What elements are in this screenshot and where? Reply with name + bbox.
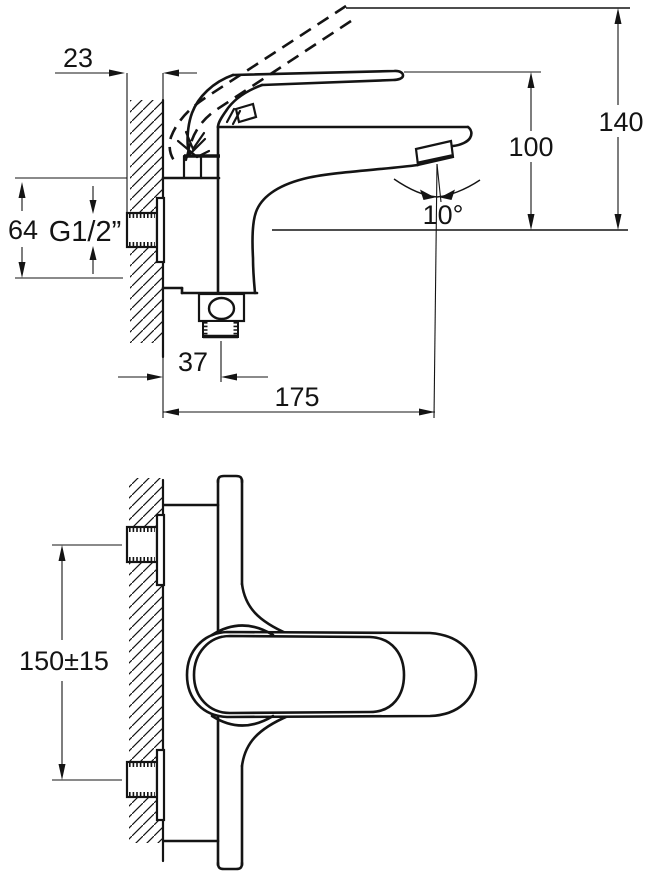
body-trunk	[216, 474, 290, 871]
dim-23-label: 23	[63, 43, 93, 73]
wall-union-bottom	[125, 748, 166, 822]
spout-angle-annotation: 10°	[393, 163, 481, 419]
dim-64: 64	[8, 177, 127, 279]
handle-plan	[185, 624, 478, 727]
handle-raised-dashed	[168, 4, 352, 165]
handle-rear-outer	[186, 73, 235, 155]
dim-175-label: 175	[274, 382, 319, 412]
dim-thread: G1/2”	[49, 186, 122, 274]
dim-150-label: 150±15	[19, 646, 109, 676]
trunk-fillet-bottom	[240, 714, 290, 768]
shower-outlet-spigot	[202, 320, 239, 338]
dim-175: 175	[163, 382, 435, 416]
dim-100: 100	[508, 72, 554, 230]
angle-label: 10°	[423, 200, 464, 230]
dim-64-label: 64	[8, 215, 38, 245]
lever-outline-inner	[192, 634, 406, 715]
dim-37-label: 37	[178, 347, 208, 377]
union-flange	[155, 196, 166, 264]
thread-label: G1/2”	[49, 216, 122, 248]
cartridge-collar	[182, 154, 220, 180]
plan-view: 150±15	[19, 474, 478, 871]
aerator-face	[416, 154, 453, 166]
angle-arc	[393, 178, 481, 198]
cartridge-dome-bottom	[210, 714, 275, 727]
dim-100-label: 100	[508, 132, 553, 162]
dim-23: 23	[55, 43, 197, 212]
dim-37: 37	[118, 341, 268, 382]
dim-140-label: 140	[598, 107, 643, 137]
spout-underside	[251, 163, 420, 295]
wall-union-top	[125, 513, 166, 587]
angle-arrow-right	[440, 189, 455, 200]
handle-rear-inner	[216, 83, 264, 129]
angle-arrow-left	[420, 189, 435, 200]
reach-extension-right	[433, 163, 438, 419]
faucet-body-side	[161, 125, 473, 339]
handle-lever	[186, 69, 405, 155]
wall-union-fitting	[125, 196, 166, 264]
lever-outline-outer	[185, 630, 478, 719]
handle-profile	[231, 69, 405, 87]
diverter-knob	[207, 296, 236, 321]
cartridge-dome-top	[210, 624, 275, 637]
spout-nose	[448, 125, 473, 148]
dim-150: 150±15	[19, 544, 122, 781]
dim-140: 140	[598, 8, 644, 230]
trunk-fillet-top	[240, 582, 290, 636]
side-view: 10° 23 64	[8, 4, 644, 419]
